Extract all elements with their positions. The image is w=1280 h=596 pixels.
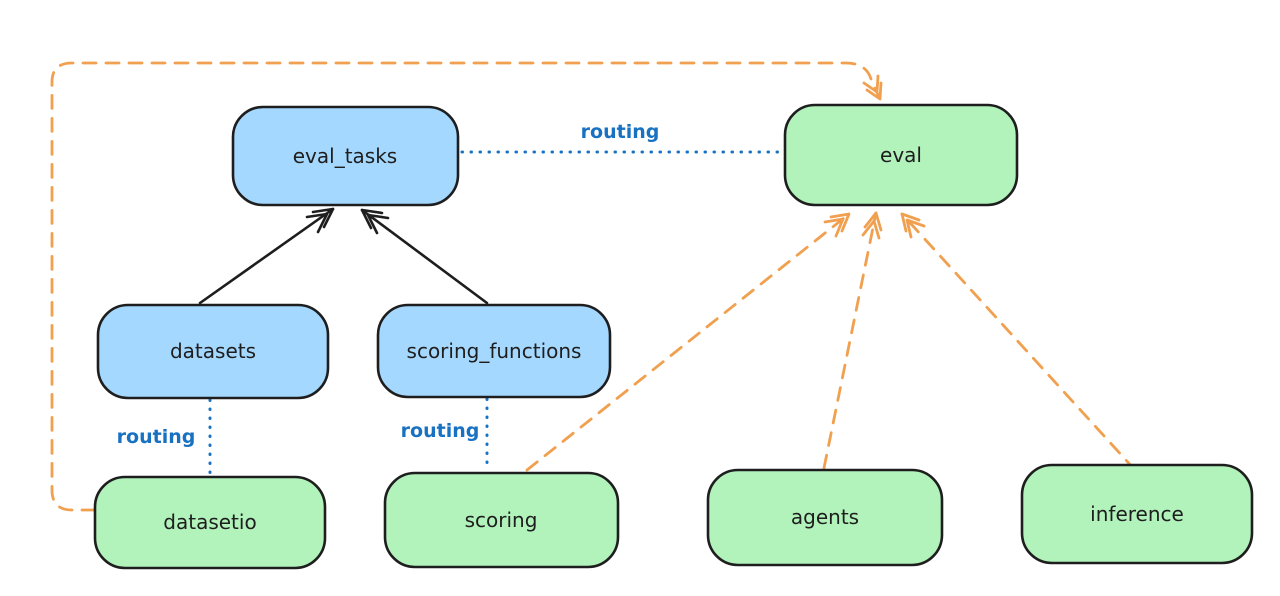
- arrowhead-icon: [311, 207, 335, 229]
- edge-datasets-to-eval-tasks: [198, 207, 335, 305]
- arrowhead-icon: [900, 212, 921, 233]
- arrowhead-icon: [829, 212, 851, 233]
- node-scoring-functions: scoring_functions: [376, 303, 612, 399]
- arrowhead-icon: [305, 212, 329, 234]
- arrowhead-icon: [366, 213, 390, 235]
- edge-line: [900, 212, 1137, 472]
- edge-scoring-functions-to-scoring: routing: [401, 397, 489, 471]
- node-label: eval: [880, 143, 922, 167]
- edge-scoring-to-eval: [525, 212, 851, 472]
- node-box: [783, 103, 1019, 207]
- node-box: [1020, 463, 1254, 565]
- edge-line: [198, 207, 335, 305]
- node-box: [96, 303, 330, 400]
- edge-inference-to-eval: [900, 212, 1137, 472]
- arrowhead-icon: [823, 217, 845, 238]
- arrowhead-icon: [905, 218, 926, 239]
- edge-eval-tasks-to-eval: routing: [460, 121, 785, 154]
- node-box: [231, 105, 460, 207]
- edge-datasets-to-datasetio: routing: [117, 398, 212, 476]
- node-eval: eval: [783, 103, 1019, 207]
- edge-label-routing-datasetio: routing: [117, 426, 196, 448]
- node-box: [383, 471, 620, 569]
- node-box: [706, 468, 944, 567]
- edge-agents-to-eval: [822, 211, 883, 470]
- node-label: inference: [1090, 502, 1184, 526]
- arrowhead-icon: [861, 219, 881, 240]
- node-label: eval_tasks: [293, 144, 397, 168]
- arrowhead-icon: [863, 211, 883, 232]
- edge-label-routing-top: routing: [581, 121, 660, 143]
- node-scoring: scoring: [383, 471, 620, 569]
- arrowhead-icon: [360, 208, 384, 230]
- node-label: datasetio: [163, 510, 256, 534]
- edge-scoring-functions-to-eval-tasks: [360, 208, 489, 305]
- node-datasets: datasets: [96, 303, 330, 400]
- node-agents: agents: [706, 468, 944, 567]
- edge-line: [50, 61, 881, 512]
- edge-line: [525, 212, 851, 472]
- edge-line: [360, 208, 489, 305]
- node-label: scoring: [465, 508, 538, 532]
- arrowhead-icon: [865, 81, 883, 101]
- node-box: [376, 303, 612, 399]
- node-datasetio: datasetio: [93, 475, 327, 570]
- node-label: datasets: [170, 339, 256, 363]
- edge-datasetio-to-eval: [50, 61, 883, 512]
- node-box: [93, 475, 327, 570]
- arrowhead-icon: [862, 74, 880, 94]
- node-label: agents: [791, 505, 859, 529]
- node-eval-tasks: eval_tasks: [231, 105, 460, 207]
- edge-line: [822, 211, 878, 470]
- node-inference: inference: [1020, 463, 1254, 565]
- node-label: scoring_functions: [407, 339, 582, 363]
- edge-label-routing-scoring: routing: [401, 420, 480, 442]
